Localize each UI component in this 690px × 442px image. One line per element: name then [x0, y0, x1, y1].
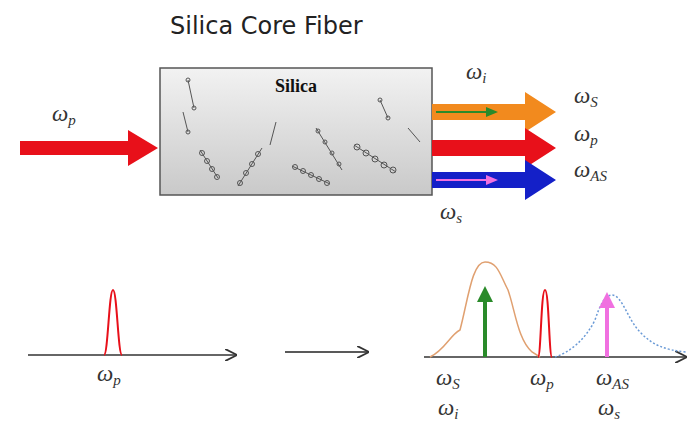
antistokes-spectrum [555, 295, 686, 357]
idler-arrow [436, 107, 498, 117]
stokes-arrow [432, 92, 556, 132]
frequency-axis [28, 354, 236, 356]
antistokes-label: ωAS [574, 158, 607, 184]
material-label: Silica [160, 68, 432, 97]
pump-peak [538, 290, 552, 357]
pump-label: ωp [574, 122, 598, 148]
diagram-title: Silica Core Fiber [170, 12, 363, 40]
idler-label: ωi [438, 396, 458, 422]
idler-arrow [477, 286, 493, 357]
pump-peak [104, 290, 122, 355]
signal-arrow [436, 175, 498, 185]
antistokes-label: ωAS [596, 366, 629, 392]
pump-label: ωp [530, 366, 554, 392]
stokes-label: ωS [436, 366, 460, 392]
pump-arrow [20, 130, 158, 166]
antistokes-arrow [432, 160, 556, 200]
idler-label: ωi [466, 60, 486, 86]
silica-block [160, 68, 432, 195]
stokes-label: ωS [574, 84, 598, 110]
signal-label: ωs [598, 396, 620, 422]
process-arrow [285, 351, 368, 353]
signal-label: ωs [440, 200, 462, 226]
pump-label: ωp [52, 102, 76, 128]
signal-arrow [599, 292, 615, 357]
stokes-spectrum [430, 262, 540, 357]
pump-label: ωp [97, 362, 121, 388]
fiber-box: Silica [160, 68, 432, 195]
pump-out-arrow [432, 128, 556, 168]
